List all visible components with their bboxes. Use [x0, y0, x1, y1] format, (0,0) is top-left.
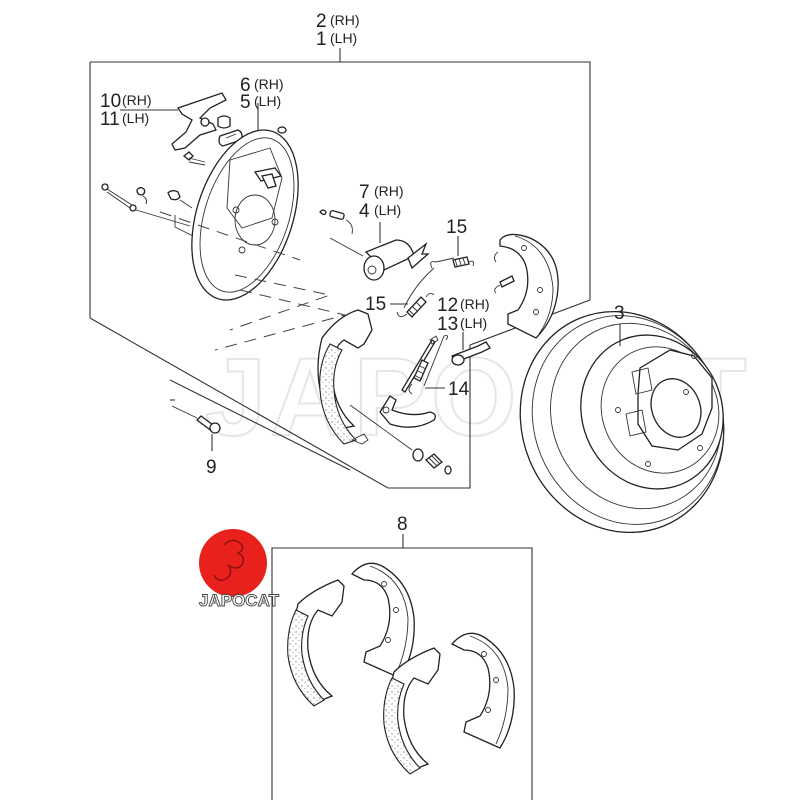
return-spring-lower-part[interactable]	[390, 292, 435, 318]
kit-shoe-web-1[interactable]	[350, 562, 415, 679]
callout-7-4[interactable]: 7 (RH) 4 (LH)	[359, 182, 404, 222]
callout-3[interactable]: 3	[614, 303, 625, 324]
callout-8[interactable]: 8	[397, 514, 408, 535]
callout-num: 13	[437, 314, 458, 335]
bolt-part[interactable]	[171, 405, 221, 451]
assembly-frame-2-1	[89, 48, 591, 489]
callout-num: 15	[446, 217, 467, 238]
callout-side: (LH)	[330, 30, 357, 46]
callout-num: 4	[359, 201, 370, 222]
callout-6-5[interactable]: 6 (RH) 5 (LH)	[240, 75, 284, 113]
callout-num: 3	[614, 303, 625, 324]
adjuster-lever-spring-part[interactable]	[379, 335, 449, 428]
callout-12-13[interactable]: 12 (RH) 13 (LH)	[437, 295, 490, 335]
callout-10-11[interactable]: 10 (RH) 11 (LH)	[100, 91, 152, 130]
callout-side: (RH)	[460, 296, 490, 312]
return-spring-upper-part[interactable]	[403, 236, 474, 309]
callout-14[interactable]: 14	[448, 379, 470, 400]
frame-bottom	[89, 317, 471, 489]
callout-15-upper[interactable]: 15	[446, 217, 467, 238]
kit-frame	[271, 547, 533, 800]
brake-drum-part[interactable]	[487, 281, 756, 564]
callout-side: (RH)	[254, 76, 284, 92]
callout-side: (RH)	[330, 12, 360, 28]
hardware-pins-part[interactable]	[101, 183, 196, 238]
parking-lever-part[interactable]	[120, 92, 243, 166]
callout-num: 8	[397, 514, 408, 535]
callout-2-1[interactable]: 2 (RH) 1 (LH)	[316, 11, 360, 50]
wheel-cylinder-part[interactable]	[329, 222, 430, 281]
callout-num: 9	[206, 457, 217, 478]
callout-9[interactable]: 9	[206, 457, 217, 478]
callout-num: 10	[100, 91, 121, 112]
backing-plate-part[interactable]	[172, 103, 318, 314]
brake-shoe-right-part[interactable]	[493, 233, 559, 339]
callout-side: (LH)	[254, 93, 281, 109]
callout-num: 12	[437, 295, 458, 316]
kit-shoe-lined-2[interactable]	[383, 647, 441, 775]
callout-side: (LH)	[460, 315, 487, 331]
hold-down-hardware-part[interactable]	[349, 404, 452, 475]
callout-side: (LH)	[122, 110, 149, 126]
callout-num: 1	[316, 29, 327, 50]
callout-num: 11	[100, 109, 120, 130]
japocat-logo: JAPOCAT	[199, 529, 280, 610]
assembly-guide-lines	[159, 211, 351, 471]
brake-shoe-kit-frame	[271, 534, 533, 800]
callout-15-lower[interactable]: 15	[365, 294, 386, 315]
callout-num: 5	[240, 92, 251, 113]
callout-num: 15	[365, 294, 386, 315]
brake-shoe-left-part[interactable]	[317, 309, 373, 445]
logo-circle	[199, 529, 267, 597]
kit-shoe-web-2[interactable]	[450, 632, 515, 749]
callout-num: 7	[359, 182, 370, 203]
callout-num: 2	[316, 11, 327, 32]
kit-shoe-lined-1[interactable]	[287, 579, 345, 707]
callout-num: 6	[240, 75, 251, 96]
bleeder-screw-part[interactable]	[319, 209, 353, 235]
callout-side: (RH)	[374, 183, 404, 199]
callout-num: 14	[448, 379, 470, 400]
frame-top	[90, 61, 591, 300]
logo-emblem-icon	[213, 539, 245, 582]
callout-side: (RH)	[122, 92, 152, 108]
callout-side: (LH)	[374, 202, 401, 218]
adjuster-strut-part[interactable]	[451, 332, 491, 366]
logo-text: JAPOCAT	[199, 591, 280, 610]
